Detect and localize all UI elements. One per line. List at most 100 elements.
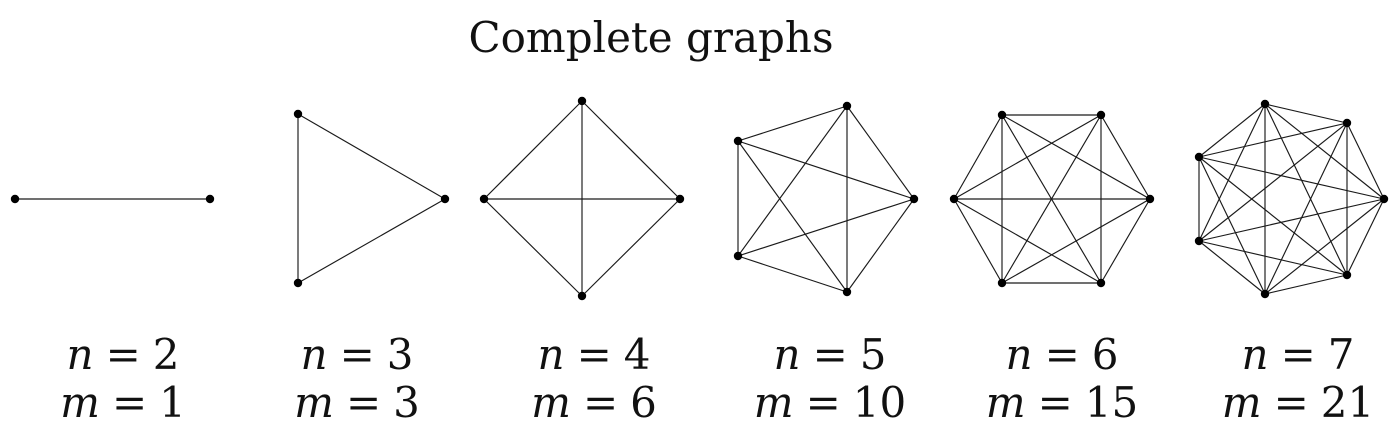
graph-vertex (1145, 194, 1155, 204)
n-label-value: 2 (152, 330, 180, 379)
n-label-symbol: n (773, 330, 801, 379)
graph-vertex (1342, 270, 1352, 280)
graph-edge (1264, 274, 1348, 295)
graph-vertex (1260, 99, 1270, 109)
graph-vertex (1379, 194, 1389, 204)
complete-graph-k7 (1194, 99, 1389, 299)
graph-edge (953, 114, 1102, 200)
graph-vertex (1096, 110, 1106, 120)
m-label: m=1 (3, 379, 243, 427)
graph-vertex (440, 194, 450, 204)
complete-graph-k3 (293, 109, 450, 288)
graph-edge (1198, 240, 1348, 276)
graph-edge (846, 198, 915, 293)
n-label-symbol: n (300, 330, 328, 379)
m-label: m=21 (1178, 379, 1396, 427)
n-label-symbol: n (66, 330, 94, 379)
graph-vertex (479, 194, 489, 204)
m-label-value: 15 (1084, 378, 1139, 427)
graph-vertex (1342, 118, 1352, 128)
graph-vertex (997, 278, 1007, 288)
graph-edge (1264, 122, 1348, 295)
equals-sign: = (111, 378, 148, 427)
m-label-symbol: m (294, 378, 334, 427)
graph-edge (737, 140, 915, 200)
graph-edge (1264, 103, 1348, 124)
complete-graph-k5 (733, 101, 919, 297)
m-label-value: 3 (393, 378, 420, 427)
n-label: n=2 (3, 331, 243, 379)
graph-edge (1198, 122, 1348, 242)
graph-edge (297, 113, 446, 200)
equals-sign: = (1037, 378, 1073, 427)
n-label: n=3 (237, 331, 477, 379)
graph-vertex (675, 194, 685, 204)
equals-sign: = (1273, 378, 1309, 427)
graph-edge (737, 105, 848, 257)
equals-sign: = (1044, 330, 1080, 379)
graph-edge (1264, 198, 1385, 295)
n-label-symbol: n (537, 330, 565, 379)
graph-edge (483, 198, 583, 297)
graph-edge (1198, 156, 1348, 276)
graph-vertex (1194, 236, 1204, 246)
graph-edge (1198, 156, 1266, 295)
graph-edge (1264, 103, 1385, 200)
m-label-value: 10 (852, 378, 907, 427)
graph-vertex (733, 136, 743, 146)
graph-edge (1198, 122, 1348, 158)
graph-edge (737, 255, 848, 293)
m-label-symbol: m (60, 378, 100, 427)
graph-edge (1346, 122, 1385, 200)
graph-vertex (1260, 289, 1270, 299)
graph-edge (1001, 198, 1151, 284)
graph-vertex (1096, 278, 1106, 288)
graph-vertex (997, 110, 1007, 120)
graph-edge (483, 100, 583, 200)
n-label-value: 6 (1091, 330, 1119, 379)
m-label-symbol: m (985, 378, 1026, 427)
graph-vertex (293, 278, 303, 288)
m-label-symbol: m (531, 378, 571, 427)
equals-sign: = (1280, 330, 1316, 379)
equals-sign: = (105, 330, 141, 379)
graph-vertex (577, 291, 587, 301)
n-label: n=6 (942, 331, 1182, 379)
graph-edge (581, 198, 681, 297)
complete-graph-k4 (479, 96, 685, 301)
graph-vertex (842, 287, 852, 297)
n-label-symbol: n (1005, 330, 1033, 379)
graph-edge (953, 198, 1003, 284)
graph-edge (581, 100, 681, 200)
n-label-value: 5 (859, 330, 887, 379)
m-label: m=3 (237, 379, 477, 427)
equals-sign: = (582, 378, 619, 427)
graph-vertex (10, 194, 20, 204)
m-label: m=15 (942, 379, 1182, 427)
m-label: m=10 (710, 379, 950, 427)
equals-sign: = (812, 330, 848, 379)
graph-vertex (909, 194, 919, 204)
graph-edge (1198, 103, 1266, 242)
complete-graph-k2 (10, 194, 215, 204)
equals-sign: = (805, 378, 841, 427)
complete-graph-k6 (949, 110, 1155, 288)
equals-sign: = (576, 330, 612, 379)
m-label-value: 6 (630, 378, 657, 427)
graph-vertex (293, 109, 303, 119)
graph-edge (1264, 103, 1348, 276)
n-label: n=4 (474, 331, 714, 379)
n-label-symbol: n (1241, 330, 1269, 379)
n-label: n=7 (1178, 331, 1396, 379)
graph-edge (953, 114, 1003, 200)
m-label-symbol: m (1221, 378, 1262, 427)
equals-sign: = (339, 330, 375, 379)
graph-edge (737, 140, 848, 293)
